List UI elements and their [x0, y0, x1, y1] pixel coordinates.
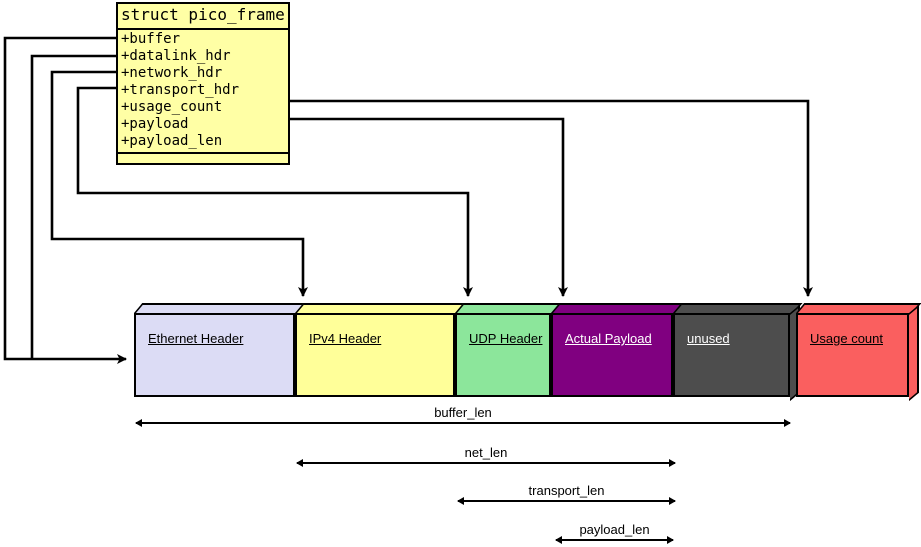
segment-top-face — [295, 303, 468, 313]
buffer-segment[interactable]: Usage count — [796, 303, 921, 401]
buffer-segment[interactable]: unused — [673, 303, 803, 401]
ruler-label: net_len — [464, 445, 508, 460]
class-attribute-list: +buffer +datalink_hdr +network_hdr +tran… — [118, 30, 288, 154]
buffer-segment[interactable]: Ethernet Header — [134, 303, 308, 397]
segment-label: Ethernet Header — [148, 331, 244, 346]
ruler-line — [296, 459, 676, 467]
segment-top-face — [551, 303, 686, 313]
ruler-label: buffer_len — [434, 405, 492, 420]
buffer-segment[interactable]: IPv4 Header — [295, 303, 468, 397]
ruler-line — [135, 419, 791, 427]
buffer-segment[interactable]: Actual Payload — [551, 303, 686, 397]
class-attribute: +usage_count — [121, 99, 223, 115]
class-attribute: +buffer — [121, 31, 181, 47]
ruler-label: transport_len — [528, 483, 605, 498]
class-attribute: +payload — [121, 116, 189, 132]
class-attribute: +network_hdr — [121, 65, 223, 81]
segment-label: Usage count — [810, 331, 883, 346]
wire-usage-count — [290, 99, 813, 297]
wire-payload — [290, 117, 568, 297]
class-attribute: +payload_len — [121, 133, 223, 149]
segment-top-face — [134, 303, 308, 313]
class-title: struct pico_frame — [118, 4, 288, 30]
wire-datalink-hdr — [30, 54, 116, 359]
segment-label: UDP Header — [469, 331, 543, 346]
ruler-label: payload_len — [579, 522, 650, 537]
class-attribute: +transport_hdr — [121, 82, 240, 98]
segment-top-face — [673, 303, 803, 313]
ruler-line — [457, 497, 676, 505]
segment-label: IPv4 Header — [309, 331, 382, 346]
segment-label: Actual Payload — [565, 331, 652, 346]
segment-top-face — [455, 303, 564, 313]
segment-label: unused — [687, 331, 730, 346]
class-operations-compartment — [118, 154, 288, 163]
wire-buffer — [3, 36, 127, 364]
ruler-line — [555, 536, 674, 544]
segment-top-face — [796, 303, 921, 313]
segment-right-face — [909, 304, 919, 401]
class-attribute: +datalink_hdr — [121, 48, 231, 64]
uml-class-box: struct pico_frame +buffer +datalink_hdr … — [116, 2, 290, 165]
buffer-segment[interactable]: UDP Header — [455, 303, 564, 397]
